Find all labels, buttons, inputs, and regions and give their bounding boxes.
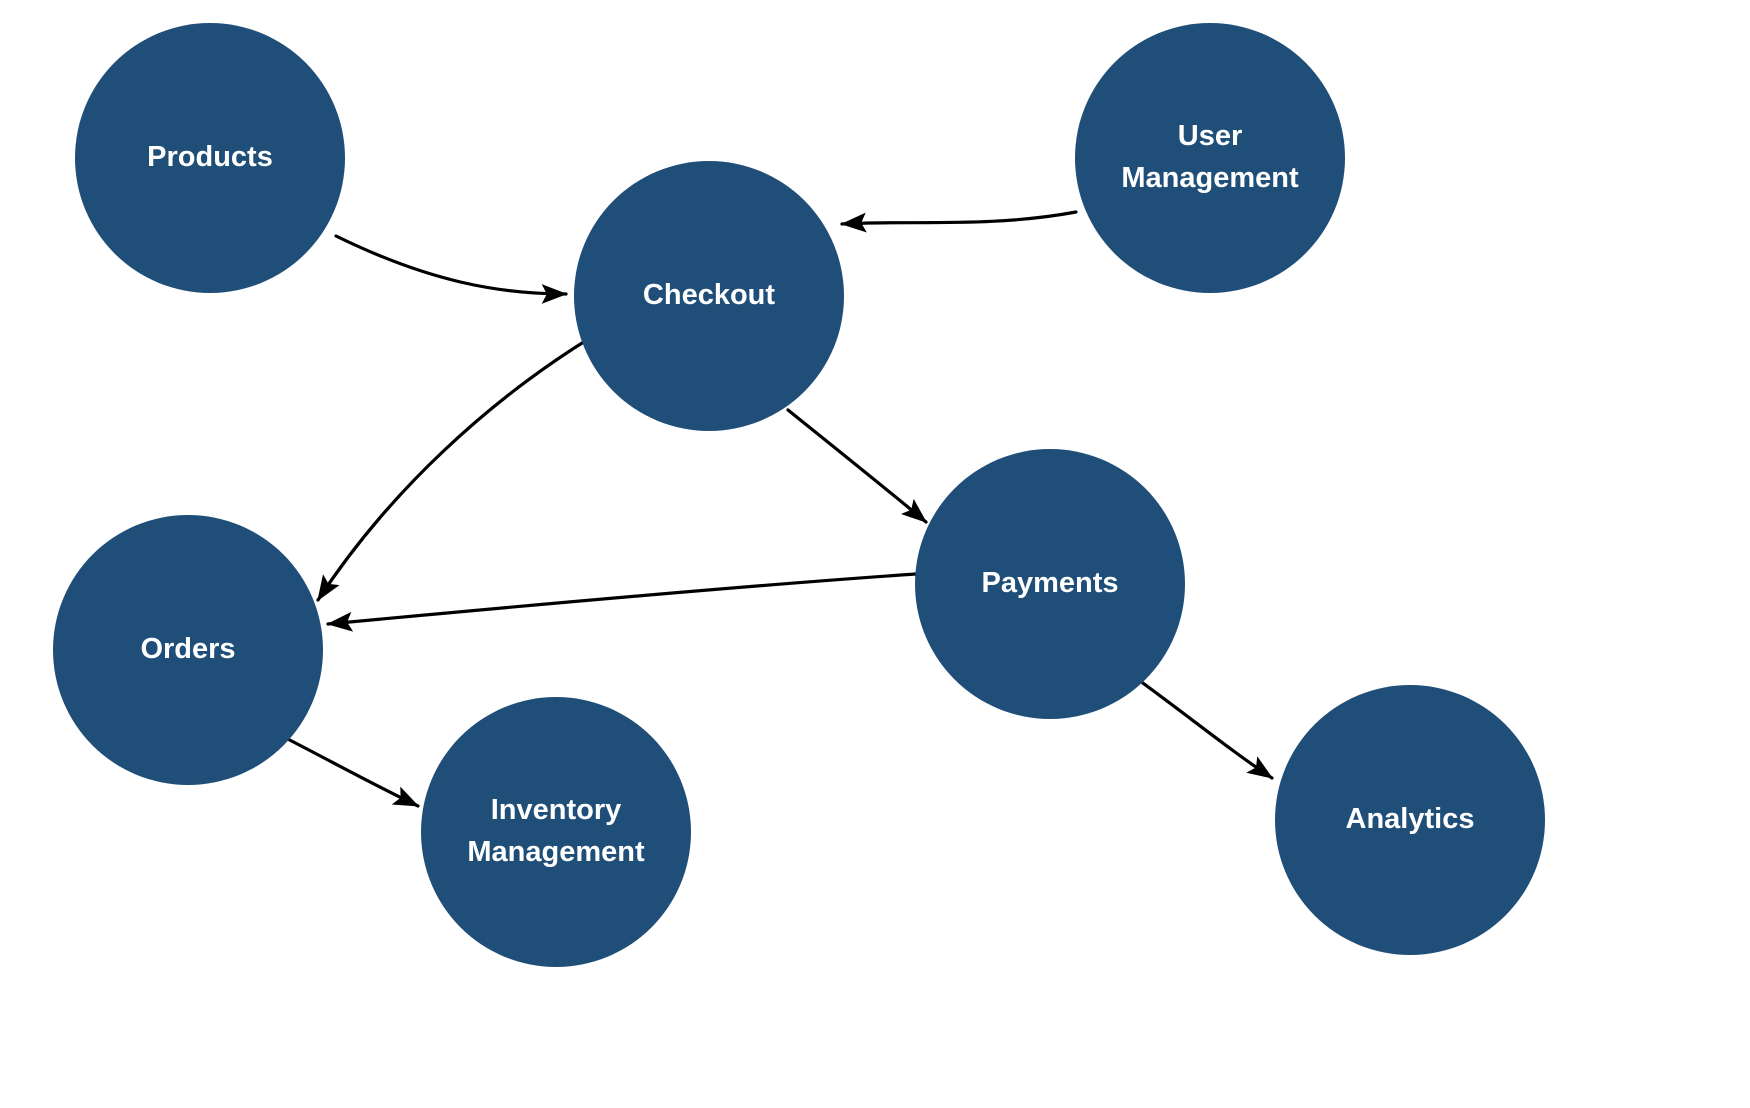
edge-line	[334, 234, 568, 304]
edge-line	[316, 336, 592, 602]
node-circle[interactable]	[574, 161, 844, 431]
node-circle[interactable]	[1275, 685, 1545, 955]
edge-hit-area[interactable]	[318, 338, 590, 600]
edge-line	[840, 210, 1078, 233]
edges-layer	[280, 210, 1274, 808]
node-circle[interactable]	[421, 697, 691, 967]
edge-payments-to-orders[interactable]	[326, 572, 918, 632]
node-checkout[interactable]: Checkout	[574, 161, 844, 431]
edge-checkout-to-orders[interactable]	[316, 336, 592, 602]
edge-line	[1134, 676, 1274, 780]
edge-user-management-to-checkout[interactable]	[840, 210, 1078, 233]
edge-payments-to-analytics[interactable]	[1134, 676, 1274, 780]
edge-line	[786, 408, 928, 524]
node-payments[interactable]: Payments	[915, 449, 1185, 719]
edge-products-to-checkout[interactable]	[334, 234, 568, 304]
edge-hit-area[interactable]	[336, 236, 566, 294]
node-circle[interactable]	[1075, 23, 1345, 293]
edge-checkout-to-payments[interactable]	[786, 408, 928, 524]
node-circle[interactable]	[53, 515, 323, 785]
node-analytics[interactable]: Analytics	[1275, 685, 1545, 955]
node-circle[interactable]	[75, 23, 345, 293]
edge-line	[280, 734, 420, 808]
node-products[interactable]: Products	[75, 23, 345, 293]
node-circle[interactable]	[915, 449, 1185, 719]
edge-orders-to-inventory-management[interactable]	[280, 734, 420, 808]
node-orders[interactable]: Orders	[53, 515, 323, 785]
edge-line	[326, 572, 918, 632]
